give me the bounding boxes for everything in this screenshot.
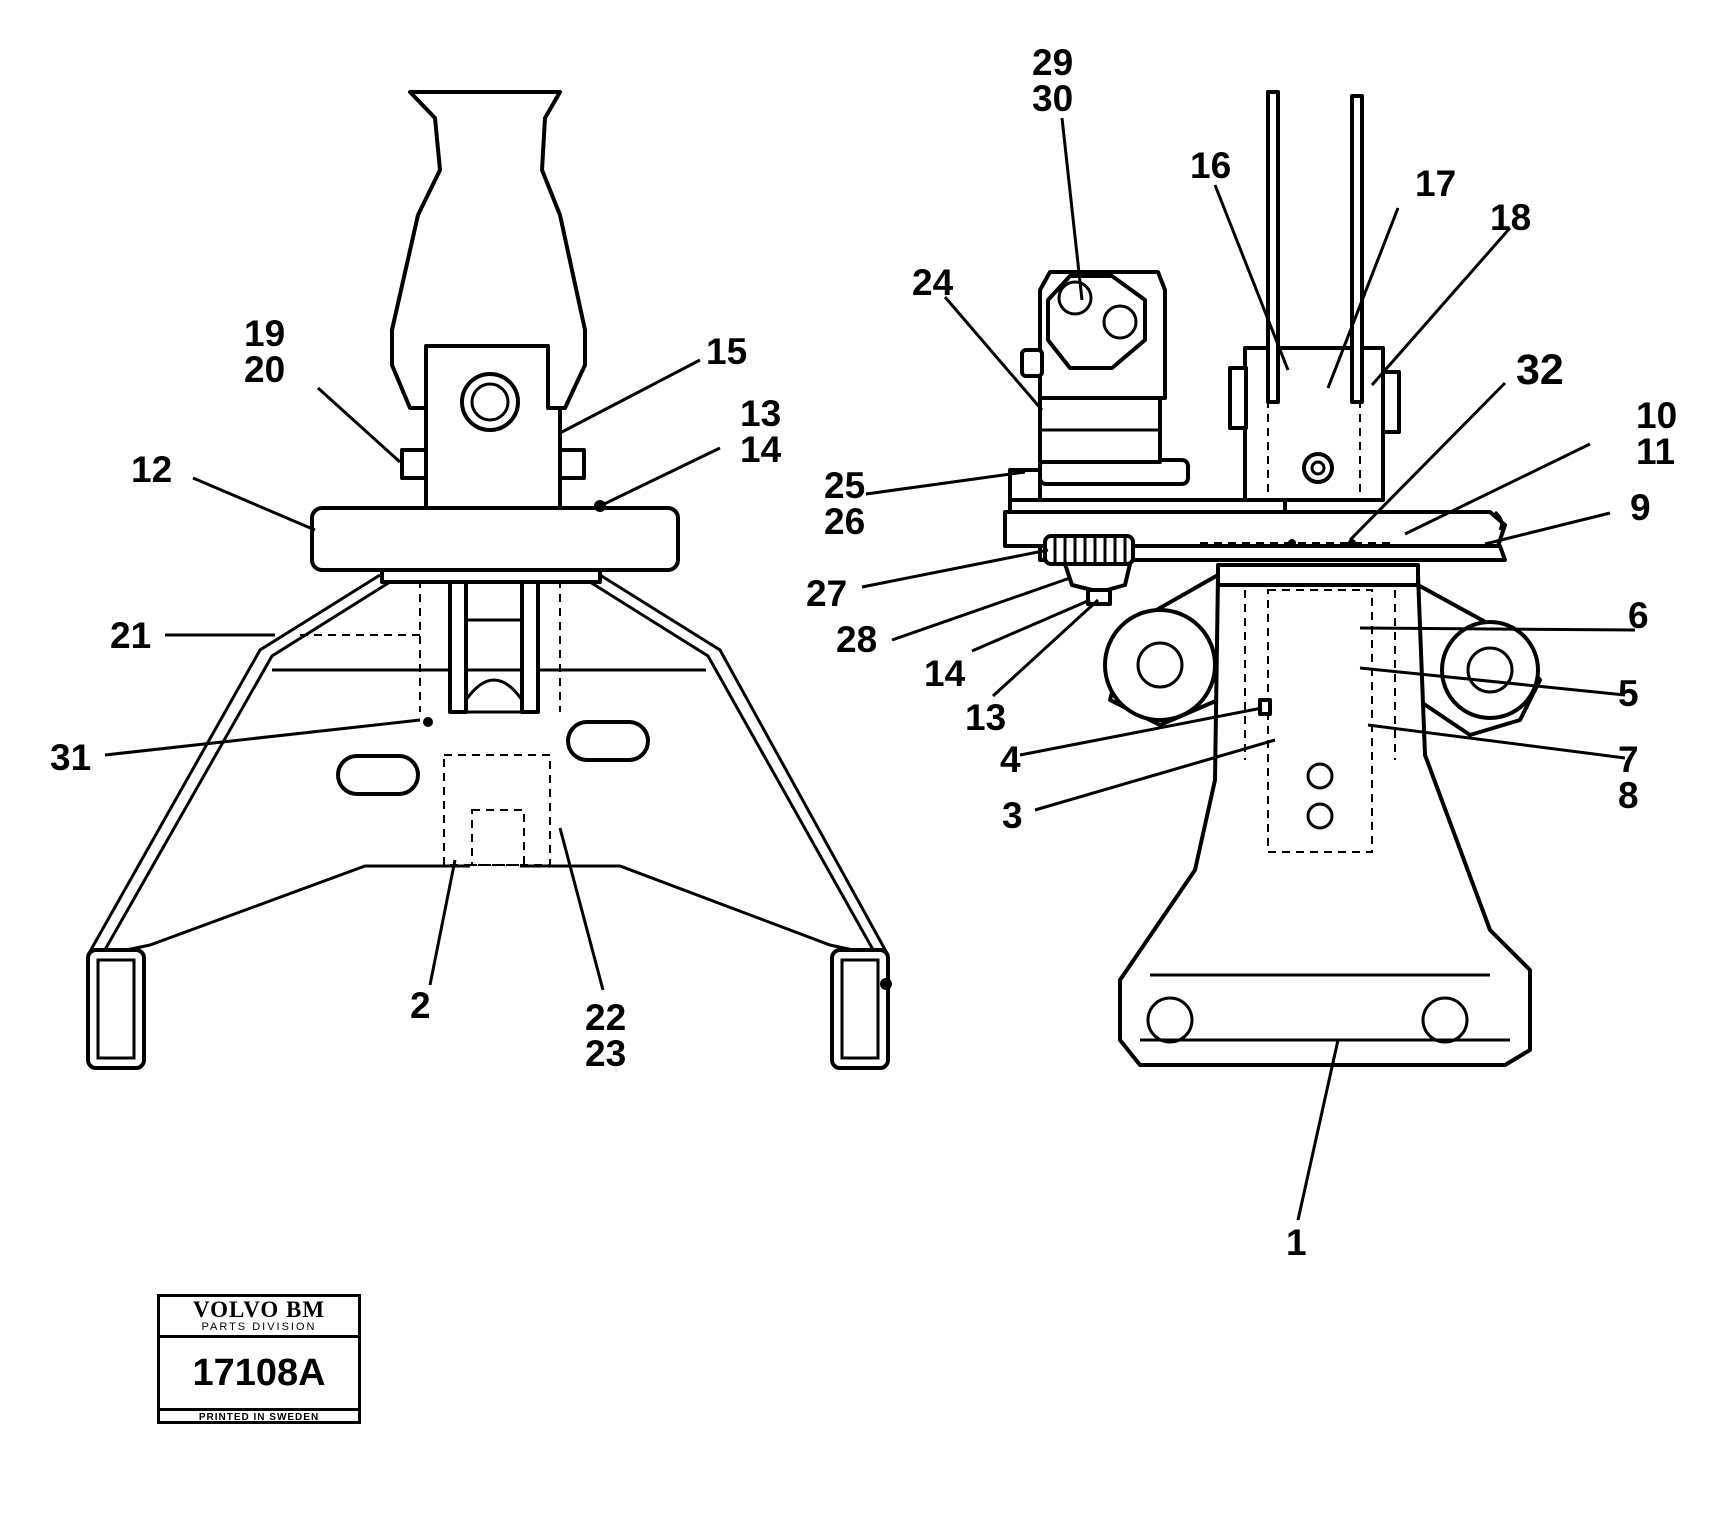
lower-body: [1118, 573, 1532, 1067]
callout-29: 29: [1032, 42, 1073, 83]
callout-1: 1: [1286, 1222, 1307, 1263]
callout-4: 4: [1000, 739, 1021, 780]
callout-11: 11: [1636, 431, 1675, 472]
callout-2: 2: [410, 985, 431, 1026]
callout-5: 5: [1618, 673, 1639, 714]
callout-31: 31: [50, 737, 91, 778]
stamp-printed: PRINTED IN SWEDEN: [198, 1412, 320, 1423]
hidden-column: [300, 580, 561, 866]
callout-13-right: 13: [965, 697, 1006, 738]
callout-9: 9: [1630, 487, 1651, 528]
callout-14-right: 14: [924, 653, 966, 694]
gear-assembly: [1043, 534, 1135, 606]
drawing-number: 17108A: [160, 1338, 358, 1411]
callout-15: 15: [706, 331, 747, 372]
leader-lines: [104, 117, 1636, 1221]
right-view: [1003, 90, 1542, 1067]
callout-14-left: 14: [740, 429, 782, 470]
callout-23: 23: [585, 1033, 626, 1074]
left-view: [86, 90, 892, 1070]
callout-7: 7: [1618, 739, 1639, 780]
callout-20: 20: [244, 349, 285, 390]
callout-12: 12: [131, 449, 172, 490]
callout-8: 8: [1618, 775, 1639, 816]
fork-roller: [448, 578, 540, 714]
callout-28: 28: [836, 619, 877, 660]
callout-19: 19: [244, 313, 285, 354]
volvo-parts-stamp: VOLVO BM PARTS DIVISION 17108A PRINTED I…: [157, 1294, 361, 1424]
callout-30: 30: [1032, 78, 1073, 119]
base-plate: [310, 506, 680, 572]
callout-3: 3: [1002, 795, 1023, 836]
control-handle: [390, 90, 587, 410]
callout-6: 6: [1628, 595, 1649, 636]
slot-left: [336, 754, 420, 796]
callout-18: 18: [1490, 197, 1531, 238]
callout-13-left: 13: [740, 393, 781, 434]
frame-left: [86, 573, 892, 1070]
column-upper: [1216, 563, 1420, 587]
callout-21: 21: [110, 615, 151, 656]
stamp-division: PARTS DIVISION: [160, 1321, 358, 1338]
callout-26: 26: [824, 501, 865, 542]
callout-24: 24: [912, 262, 954, 303]
stamp-brand: VOLVO BM: [192, 1297, 326, 1322]
callout-27: 27: [806, 573, 847, 614]
callout-25: 25: [824, 465, 865, 506]
callout-32: 32: [1516, 346, 1564, 394]
callouts: 19 20 15 13 14 12 21 31 2 22 23 29 30 16…: [50, 42, 1677, 1263]
hydraulic-motor: [1008, 270, 1190, 502]
callout-16: 16: [1190, 145, 1231, 186]
valve-block: [1228, 90, 1401, 502]
callout-17: 17: [1415, 163, 1456, 204]
callout-22: 22: [585, 997, 626, 1038]
callout-10: 10: [1636, 395, 1677, 436]
slot-right: [566, 720, 650, 762]
